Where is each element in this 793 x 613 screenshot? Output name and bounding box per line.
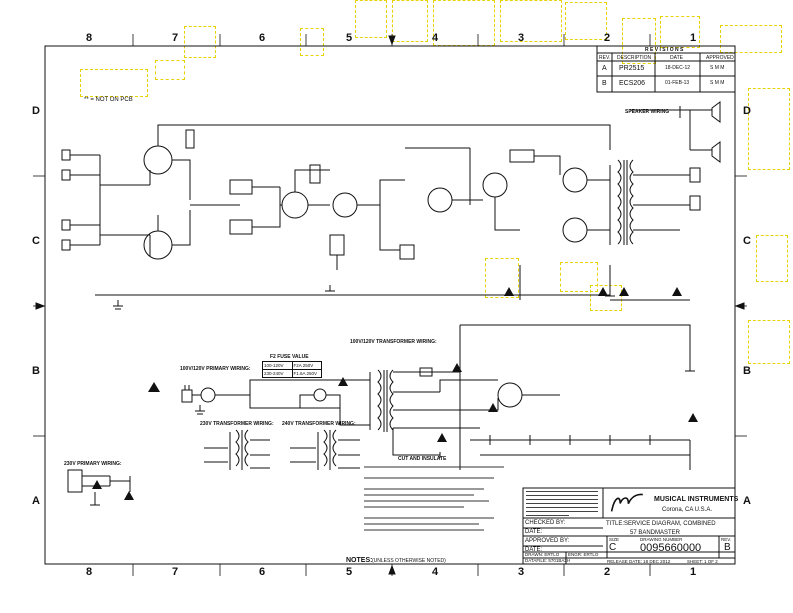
- zone-col-5-top: 5: [346, 32, 353, 44]
- drawing-subtitle: 57 BANDMASTER: [630, 530, 681, 536]
- approved-date-label: DATE:: [525, 547, 543, 553]
- rev-row-b-approved: S M M: [710, 80, 725, 86]
- fuse-value-1: F2A 250V: [293, 363, 314, 368]
- disclaimer-text: [526, 491, 598, 516]
- drawing-number-label: DRAWING NUMBER: [640, 537, 683, 542]
- drawn-by: DRAWN: ERTLO: [525, 552, 560, 557]
- zone-col-8-bottom: 8: [86, 566, 93, 578]
- primary-wiring-230-label: 230V PRIMARY WIRING:: [64, 461, 122, 467]
- zone-col-2-top: 2: [604, 32, 611, 44]
- zone-row-d-right: D: [743, 105, 751, 117]
- zone-row-b-right: B: [743, 365, 751, 377]
- zone-col-8-top: 8: [86, 32, 93, 44]
- zone-col-3-bottom: 3: [518, 566, 525, 578]
- primary-wiring-100-120-label: 100V/120V PRIMARY WIRING:: [180, 366, 251, 372]
- rev-row-b-rev: B: [602, 80, 607, 87]
- zone-col-4-bottom: 4: [432, 566, 439, 578]
- company-logo: [606, 488, 647, 515]
- rev-header-date: DATE: [670, 55, 683, 61]
- speaker-wiring-label: SPEAKER WIRING: [625, 109, 670, 115]
- zone-row-a-right: A: [743, 495, 751, 507]
- notes-text: [364, 466, 514, 550]
- rev-row-a-rev: A: [602, 65, 607, 72]
- release-date: RELEASE DATE: 18 DEC 2012: [607, 559, 671, 564]
- cut-and-insulate-label: CUT AND INSULATE: [398, 456, 447, 462]
- drawing-size: C: [609, 542, 617, 553]
- transformer-230-label: 230V TRANSFORMER WIRING:: [200, 421, 274, 427]
- zone-col-5-bottom: 5: [346, 566, 353, 578]
- zone-row-b-left: B: [32, 365, 40, 377]
- drawing-number: 0095660000: [640, 542, 702, 554]
- drawing-title: SERVICE DIAGRAM, COMBINED: [624, 521, 716, 527]
- zone-row-c-right: C: [743, 235, 751, 247]
- engineer: ENGR: ERTLO: [568, 552, 599, 557]
- fuse-voltage-1: 100-120V: [263, 362, 293, 369]
- rev-header-description: DESCRIPTION: [617, 55, 652, 61]
- fuse-table: 100-120V F2A 250V 230-240V F1.6A 250V: [262, 361, 322, 378]
- sheet-number: SHEET: 1 OF 2: [687, 559, 718, 564]
- rev-header-rev: REV.: [599, 55, 611, 61]
- transformer-240-label: 240V TRANSFORMER WIRING:: [282, 421, 356, 427]
- fuse-voltage-2: 230-240V: [263, 370, 293, 377]
- rev-row-a-date: 18-DEC-12: [665, 65, 691, 71]
- notes-heading: NOTES:: [346, 557, 373, 564]
- zone-col-1-top: 1: [690, 32, 697, 44]
- zone-col-6-top: 6: [259, 32, 266, 44]
- rev-row-b-date: 01-FEB-13: [665, 80, 690, 86]
- zone-row-d-left: D: [32, 105, 40, 117]
- rev-label: REV.: [721, 537, 732, 542]
- zone-col-6-bottom: 6: [259, 566, 266, 578]
- not-on-pcb-legend: ** = NOT ON PCB: [84, 97, 133, 103]
- notes-suffix: (UNLESS OTHERWISE NOTED): [372, 558, 446, 564]
- zone-col-7-top: 7: [172, 32, 179, 44]
- zone-col-7-bottom: 7: [172, 566, 179, 578]
- zone-col-4-top: 4: [432, 32, 439, 44]
- zone-col-2-bottom: 2: [604, 566, 611, 578]
- size-label: SIZE: [609, 537, 620, 542]
- title-label: TITLE:: [606, 521, 625, 527]
- rev-row-a-description: PR2515: [619, 65, 645, 72]
- zone-row-c-left: C: [32, 235, 40, 247]
- zone-col-3-top: 3: [518, 32, 525, 44]
- approved-by-label: APPROVED BY:: [525, 538, 570, 544]
- rev-header-approved: APPROVED: [706, 55, 734, 61]
- zone-row-a-left: A: [32, 495, 40, 507]
- drawing-rev: B: [724, 542, 731, 553]
- fuse-value-2: F1.6A 250V: [293, 371, 318, 376]
- zone-col-1-bottom: 1: [690, 566, 697, 578]
- revisions-title: R E V I S I O N S: [645, 47, 684, 53]
- transformer-100-120-label: 100V/120V TRANSFORMER WIRING:: [350, 339, 437, 345]
- rev-row-b-description: ECS206: [619, 80, 646, 87]
- checked-by-label: CHECKED BY:: [525, 520, 566, 526]
- rev-row-a-approved: S M M: [710, 65, 725, 71]
- company-name: MUSICAL INSTRUMENTS: [654, 496, 739, 503]
- checked-date-label: DATE:: [525, 529, 543, 535]
- fuse-table-title: F2 FUSE VALUE: [270, 354, 309, 360]
- datafile: DATAFILE: 5701BA2H: [525, 558, 571, 563]
- company-location: Corona, CA U.S.A.: [662, 507, 713, 513]
